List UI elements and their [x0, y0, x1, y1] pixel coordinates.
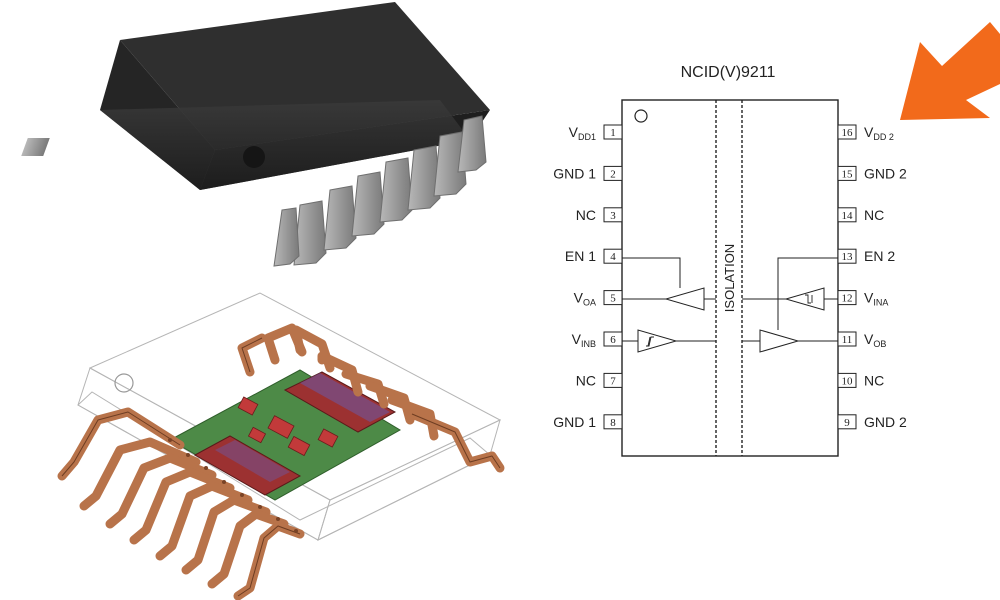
- left-pin-label: VDD1: [569, 124, 596, 142]
- left-pin-number: 5: [610, 293, 616, 305]
- left-pin-number: 6: [610, 334, 616, 346]
- right-pin-number: 15: [842, 168, 854, 180]
- ic-pin1-marker-icon: [634, 109, 648, 123]
- ic-outline: [621, 99, 839, 457]
- xray-die-left: [193, 435, 302, 496]
- left-pin-number: 1: [610, 127, 616, 139]
- left-pin-box: [603, 124, 623, 140]
- left-pin-number: 8: [610, 417, 616, 429]
- chip-photo: [21, 2, 490, 267]
- schematic-title: NCID(V)9211: [681, 64, 776, 81]
- chip-back-leads: [21, 138, 50, 156]
- left-pin-number: 3: [610, 210, 616, 222]
- internal-wiring: [622, 257, 838, 353]
- isolation-barrier: [715, 100, 743, 456]
- right-pin-box: [837, 290, 857, 306]
- right-pin-label: NC: [864, 372, 884, 388]
- left-pin-box: [603, 248, 623, 264]
- left-pin-number: 2: [610, 168, 616, 180]
- left-pin-number: 4: [610, 251, 616, 263]
- left-pin-box: [603, 331, 623, 347]
- left-pin-number: 7: [610, 375, 616, 387]
- orange-arrow-icon: [900, 22, 1000, 120]
- chip-xray: [57, 292, 505, 600]
- left-pin-label: NC: [576, 372, 596, 388]
- right-pin-label: GND 2: [864, 165, 907, 181]
- right-pin-label: VINA: [864, 290, 888, 308]
- left-pin-box: [603, 414, 623, 430]
- right-pin-box: [837, 207, 857, 223]
- left-pin-box: [603, 372, 623, 388]
- right-pin-box: [837, 331, 857, 347]
- right-pin-box: [837, 414, 857, 430]
- right-pin-number: 11: [842, 334, 853, 346]
- left-pin-box: [603, 290, 623, 306]
- right-pin-number: 10: [842, 375, 854, 387]
- left-pin-label: EN 1: [565, 248, 596, 264]
- right-pin-number: 12: [842, 293, 853, 305]
- right-pin-label: VDD 2: [864, 124, 894, 142]
- right-pin-number: 16: [842, 127, 854, 139]
- right-pin-box: [837, 165, 857, 181]
- left-pin-label: VINB: [572, 331, 596, 349]
- right-pin-box: [837, 248, 857, 264]
- left-pin-label: NC: [576, 207, 596, 223]
- left-pin-box: [603, 207, 623, 223]
- chip-front-leads: [273, 115, 487, 267]
- left-pin-label: VOA: [574, 290, 596, 308]
- right-pin-number: 9: [844, 417, 850, 429]
- right-pin-label: NC: [864, 207, 884, 223]
- left-pin-label: GND 1: [553, 414, 596, 430]
- xray-pin1-dot-icon: [114, 373, 134, 393]
- right-pin-box: [837, 124, 857, 140]
- pin1-dot-icon: [243, 146, 265, 168]
- right-pin-box: [837, 372, 857, 388]
- isolation-label: ISOLATION: [722, 244, 737, 312]
- left-pin-box: [603, 165, 623, 181]
- right-pin-label: EN 2: [864, 248, 895, 264]
- right-pin-number: 14: [842, 210, 854, 222]
- right-pin-label: VOB: [864, 331, 886, 349]
- right-pin-number: 13: [842, 251, 854, 263]
- left-pin-label: GND 1: [553, 165, 596, 181]
- right-pin-label: GND 2: [864, 414, 907, 430]
